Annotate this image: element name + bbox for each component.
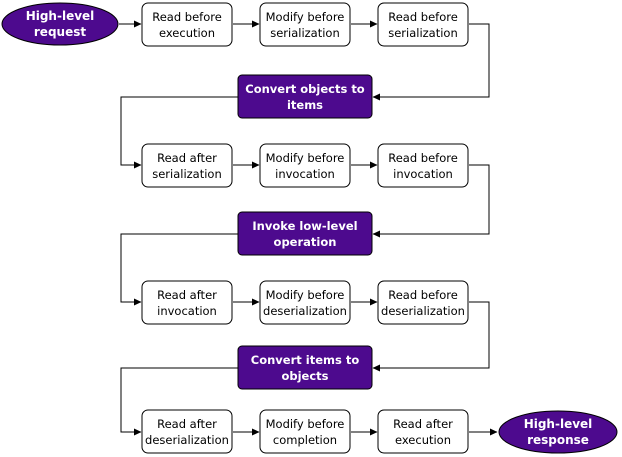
node-modify-before-deserialization: Modify before deserialization bbox=[259, 280, 351, 325]
node-line1: Read after bbox=[157, 151, 217, 165]
node-line2: invocation bbox=[393, 167, 453, 181]
node-line2: serialization bbox=[388, 26, 458, 40]
arrow-row1-to-step1 bbox=[372, 23, 490, 101]
node-read-before-deserialization: Read before deserialization bbox=[377, 280, 469, 325]
node-line2: serialization bbox=[270, 26, 340, 40]
node-line2: deserialization bbox=[263, 304, 347, 318]
node-line1: Read after bbox=[157, 288, 217, 302]
step-line2: operation bbox=[274, 235, 337, 249]
node-line1: Modify before bbox=[266, 151, 345, 165]
step-line1: Convert objects to bbox=[245, 82, 365, 96]
node-line1: Read after bbox=[393, 417, 453, 431]
step-convert-objects-to-items: Convert objects to items bbox=[237, 74, 373, 119]
node-line1: Read before bbox=[388, 151, 458, 165]
step-line1: Convert items to bbox=[251, 353, 360, 367]
arrow-row3-to-step3 bbox=[372, 301, 490, 372]
node-modify-before-invocation: Modify before invocation bbox=[259, 143, 351, 188]
flow-connectors bbox=[119, 20, 498, 436]
node-modify-before-completion: Modify before completion bbox=[259, 409, 351, 454]
end-line2: response bbox=[527, 433, 589, 447]
node-read-after-invocation: Read after invocation bbox=[141, 280, 233, 325]
node-line1: Read before bbox=[388, 10, 458, 24]
node-line1: Read before bbox=[152, 10, 222, 24]
node-line2: invocation bbox=[157, 304, 217, 318]
node-line2: completion bbox=[273, 433, 337, 447]
step-line1: Invoke low-level bbox=[252, 219, 357, 233]
step-convert-items-to-objects: Convert items to objects bbox=[237, 345, 373, 390]
step-line2: items bbox=[287, 98, 323, 112]
node-line2: execution bbox=[159, 26, 215, 40]
node-line1: Read before bbox=[388, 288, 458, 302]
node-line1: Modify before bbox=[266, 10, 345, 24]
end-terminal: High-level response bbox=[498, 410, 618, 454]
node-read-before-serialization: Read before serialization bbox=[377, 2, 469, 47]
step-invoke-low-level-operation: Invoke low-level operation bbox=[237, 211, 373, 256]
node-line1: Modify before bbox=[266, 288, 345, 302]
node-line2: execution bbox=[395, 433, 451, 447]
arrow-step2-to-row3 bbox=[120, 233, 238, 306]
node-line1: Read after bbox=[157, 417, 217, 431]
node-line2: deserialization bbox=[381, 304, 465, 318]
node-read-before-invocation: Read before invocation bbox=[377, 143, 469, 188]
arrow-step3-to-row4 bbox=[120, 367, 238, 436]
node-read-after-deserialization: Read after deserialization bbox=[141, 409, 233, 454]
node-read-after-execution: Read after execution bbox=[377, 409, 469, 454]
step-line2: objects bbox=[281, 369, 328, 383]
start-terminal: High-level request bbox=[1, 2, 119, 46]
node-line2: invocation bbox=[275, 167, 335, 181]
node-line1: Modify before bbox=[266, 417, 345, 431]
node-line2: serialization bbox=[152, 167, 222, 181]
arrow-row2-to-step2 bbox=[372, 164, 490, 238]
node-modify-before-serialization: Modify before serialization bbox=[259, 2, 351, 47]
start-line1: High-level bbox=[26, 9, 95, 23]
node-read-after-serialization: Read after serialization bbox=[141, 143, 233, 188]
end-line1: High-level bbox=[524, 417, 593, 431]
node-read-before-execution: Read before execution bbox=[141, 2, 233, 47]
node-line2: deserialization bbox=[145, 433, 229, 447]
start-line2: request bbox=[34, 25, 86, 39]
arrow-step1-to-row2 bbox=[120, 96, 238, 169]
